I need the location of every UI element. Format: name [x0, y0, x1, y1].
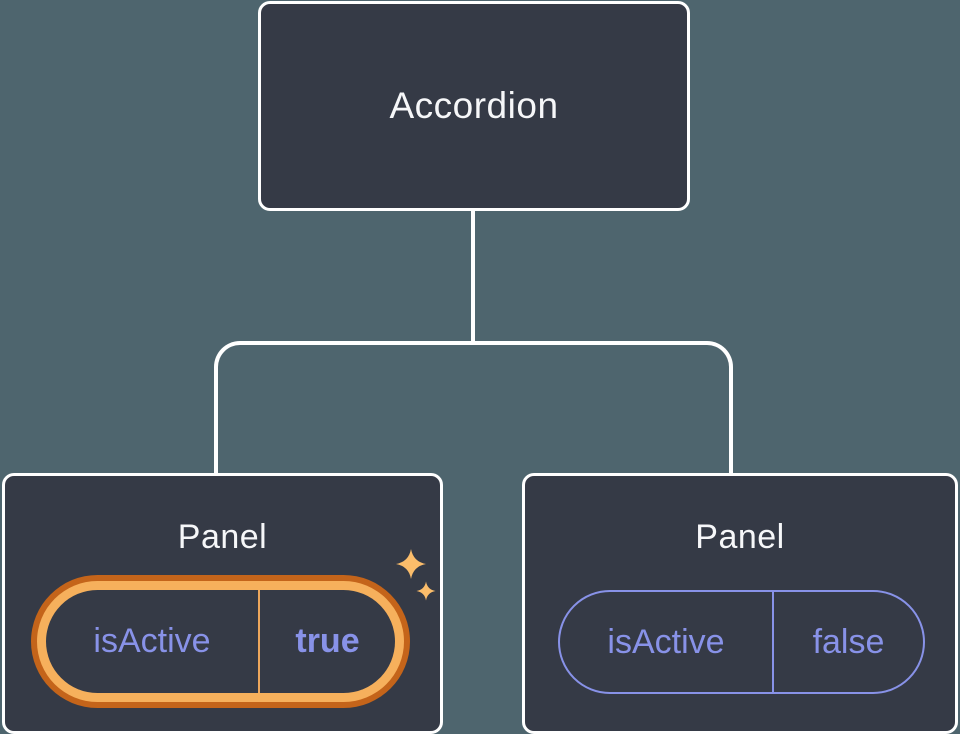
sparkles-icon: [396, 549, 436, 601]
prop-value: false: [812, 622, 885, 661]
connector-stem: [471, 209, 475, 345]
prop-pill-highlight-inner-ring: isActive true: [37, 581, 404, 702]
panel-label: Panel: [695, 518, 785, 556]
panel-node-active: Panel isActive true: [2, 473, 443, 734]
prop-value: true: [295, 622, 360, 660]
pill-divider: [772, 592, 774, 692]
prop-pill-active: isActive true: [46, 590, 395, 693]
connector-branch: [214, 341, 733, 473]
prop-name: isActive: [93, 622, 211, 660]
panel-node-inactive: Panel isActive false: [522, 473, 958, 734]
prop-pill-highlight-ring: isActive true: [31, 575, 410, 708]
accordion-node-label: Accordion: [389, 85, 559, 126]
pill-divider: [258, 590, 260, 693]
accordion-node: Accordion: [258, 1, 690, 211]
prop-pill-inactive: isActive false: [558, 590, 925, 694]
prop-name: isActive: [607, 622, 725, 661]
panel-label: Panel: [177, 518, 268, 556]
